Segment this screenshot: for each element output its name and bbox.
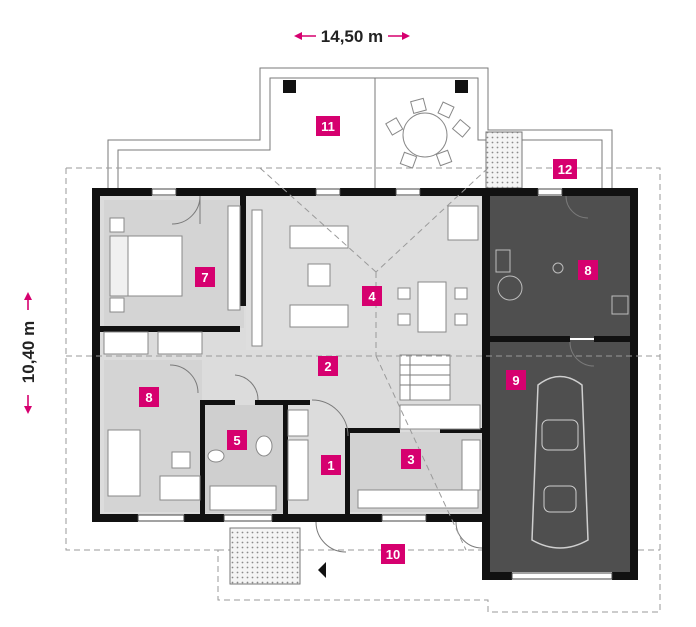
room-badge-8-left: 8 [139,387,159,407]
room-badge-8-right: 8 [578,260,598,280]
kitchen-furniture [357,404,481,509]
room-badges: 1 2 3 4 5 7 8 8 [139,116,598,564]
room-badge-9: 9 [506,370,526,390]
room-badge-3: 3 [401,449,421,469]
depth-dimension: 10,40 m [19,292,38,414]
study-furniture [107,429,201,501]
svg-text:8: 8 [145,390,152,405]
bedroom-furniture [103,205,241,355]
terrace-column [283,80,296,93]
door-swings [169,195,595,553]
room-badge-4: 4 [362,286,382,306]
room-badge-11: 11 [316,116,340,136]
planter-box [229,527,301,585]
bathroom-fixtures [207,409,309,511]
staircase [399,354,451,401]
planter-box [485,131,523,189]
terrace-column [455,80,468,93]
car-icon [531,375,589,549]
windows [137,188,613,580]
room-badge-5: 5 [227,430,247,450]
living-room-furniture [251,205,479,347]
boiler-room-fixtures [495,249,629,315]
terrace-outline [107,67,613,190]
svg-text:4: 4 [368,289,376,304]
svg-text:9: 9 [512,373,519,388]
svg-text:11: 11 [321,119,335,134]
svg-text:8: 8 [584,263,591,278]
svg-text:5: 5 [233,433,240,448]
depth-label: 10,40 m [19,321,38,383]
width-dimension: 14,50 m [294,27,410,46]
svg-text:1: 1 [327,458,334,473]
svg-text:2: 2 [324,359,331,374]
svg-text:12: 12 [558,162,572,177]
walls [92,188,638,580]
room-badge-2: 2 [318,356,338,376]
room-badge-12: 12 [553,159,577,179]
width-label: 14,50 m [321,27,383,46]
room-badge-10: 10 [381,544,405,564]
patio-dining-set [385,97,471,169]
svg-text:7: 7 [201,270,208,285]
svg-text:3: 3 [407,452,414,467]
room-badge-7: 7 [195,267,215,287]
entrance-arrow-icon [318,562,326,578]
svg-text:10: 10 [386,547,400,562]
room-badge-1: 1 [321,455,341,475]
